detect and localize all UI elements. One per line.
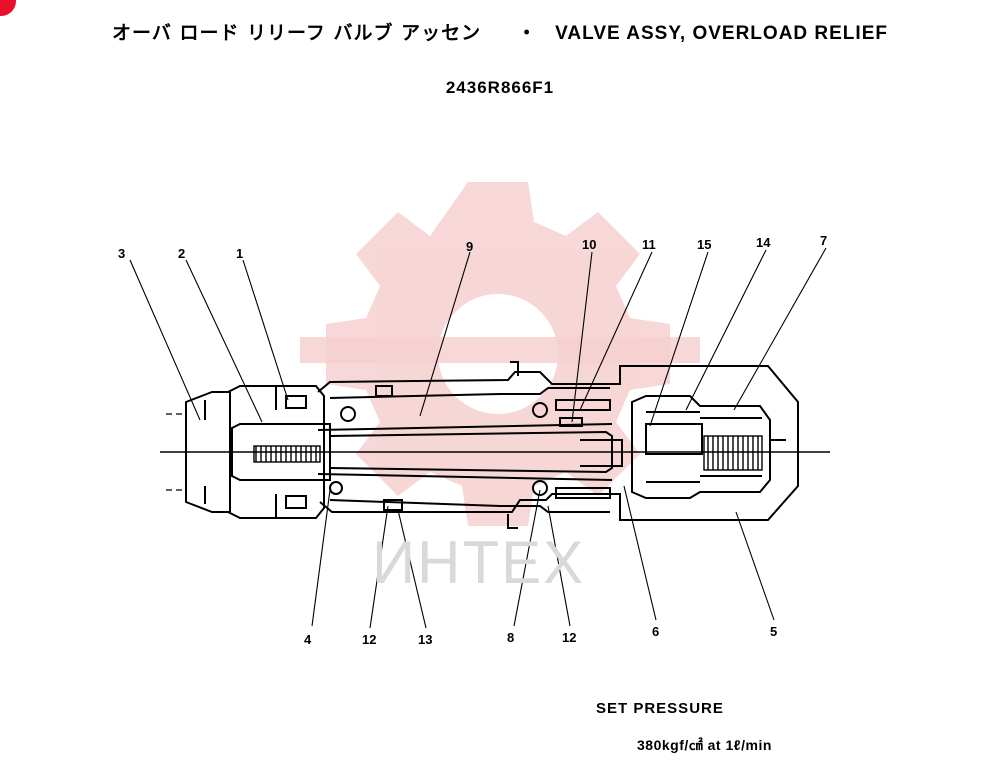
set-pressure-value: 380kgf/㎠ at 1ℓ/min	[637, 737, 772, 753]
callout-13: 13	[418, 632, 432, 647]
callout-7: 7	[820, 233, 827, 248]
callout-2: 2	[178, 246, 185, 261]
leader-lines	[129, 247, 827, 629]
callout-12-left: 12	[362, 632, 376, 647]
title-english: VALVE ASSY, OVERLOAD RELIEF	[555, 23, 888, 44]
set-pressure-label: SET PRESSURE	[596, 700, 724, 717]
main-spring	[253, 445, 321, 463]
callout-1: 1	[236, 246, 243, 261]
title-japanese: オーバ ロード リリーフ バルブ アッセン	[112, 22, 482, 44]
callout-14: 14	[756, 235, 771, 250]
callout-11: 11	[642, 237, 656, 252]
callout-10: 10	[582, 237, 596, 252]
callout-5: 5	[770, 624, 777, 639]
callout-12-right: 12	[562, 630, 576, 645]
pilot-spring	[703, 435, 763, 471]
callout-4: 4	[304, 632, 312, 647]
callout-9: 9	[466, 239, 473, 254]
callout-15: 15	[697, 237, 711, 252]
callout-8: 8	[507, 630, 514, 645]
title-separator: ・	[517, 23, 538, 44]
watermark-text: ИНТЕХ	[372, 529, 586, 596]
callout-3: 3	[118, 246, 125, 261]
callout-6: 6	[652, 624, 659, 639]
part-number: 2436R866F1	[445, 78, 555, 97]
page-title: オーバ ロード リリーフ バルブ アッセン ・ VALVE ASSY, OVERLO…	[0, 18, 1000, 45]
